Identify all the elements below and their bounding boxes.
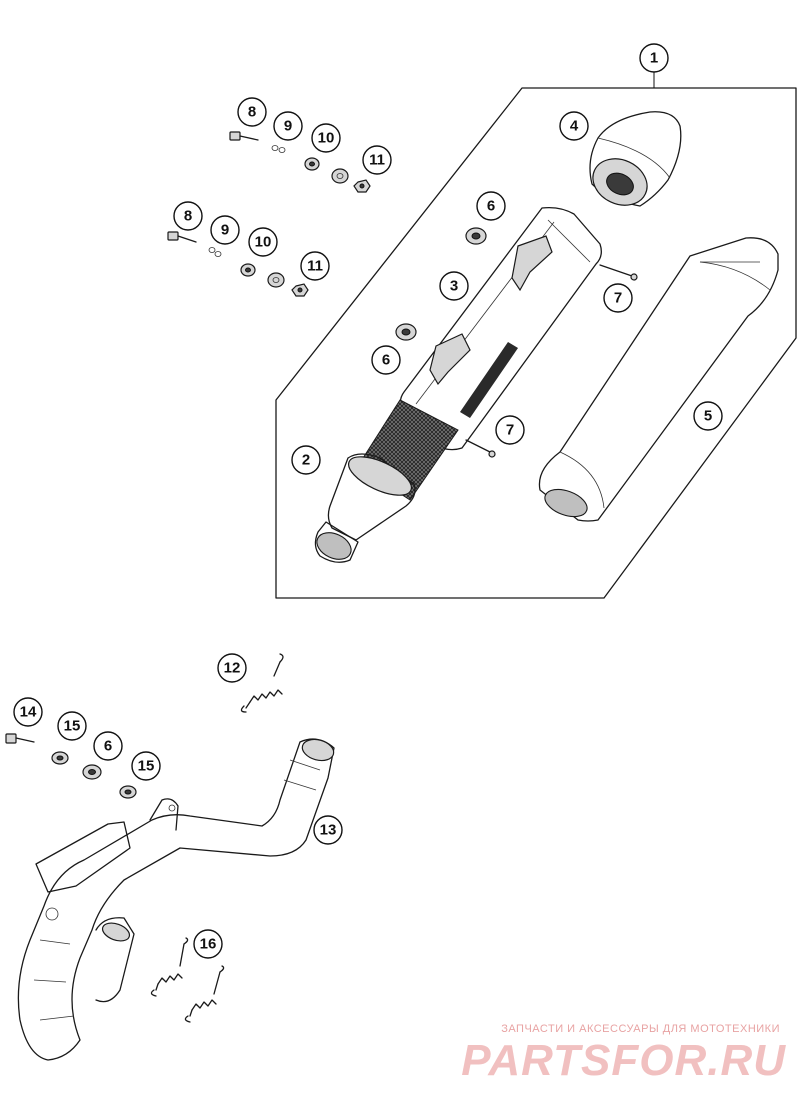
spring-16-lower[interactable]: [184, 965, 225, 1023]
callout-6-middle: 6: [371, 345, 401, 375]
screw-upper[interactable]: [599, 264, 638, 281]
svg-text:7: 7: [506, 422, 514, 439]
callout-2: 2: [291, 445, 321, 475]
header-pipe[interactable]: [17, 736, 336, 1061]
callout-13: 13: [313, 815, 343, 845]
callout-8-lower: 8: [173, 201, 203, 231]
callout-9-lower: 9: [210, 215, 240, 245]
hardware-set-upper: [229, 131, 371, 193]
svg-text:6: 6: [104, 738, 112, 755]
svg-text:1: 1: [650, 50, 658, 67]
svg-text:5: 5: [704, 408, 712, 425]
svg-text:11: 11: [307, 258, 323, 275]
callout-6-lower: 6: [93, 731, 123, 761]
callout-15-upper: 15: [57, 711, 87, 741]
callout-11-lower: 11: [300, 251, 330, 281]
grommet-middle[interactable]: [395, 323, 417, 341]
bolt-8-upper[interactable]: [229, 131, 259, 141]
svg-text:10: 10: [318, 130, 335, 147]
nut-11-upper[interactable]: [353, 179, 371, 193]
svg-text:9: 9: [284, 118, 292, 135]
svg-text:7: 7: [614, 290, 622, 307]
callout-3: 3: [439, 271, 469, 301]
washer-15-upper[interactable]: [51, 751, 69, 765]
washer-15-lower[interactable]: [119, 785, 137, 799]
bolt-8-lower[interactable]: [167, 231, 197, 243]
svg-text:2: 2: [302, 452, 310, 469]
svg-text:15: 15: [138, 758, 155, 775]
svg-text:9: 9: [221, 222, 229, 239]
washer-9-upper[interactable]: [271, 145, 286, 153]
svg-text:16: 16: [200, 936, 217, 953]
svg-text:6: 6: [487, 198, 495, 215]
watermark-tagline: ЗАПЧАСТИ И АКСЕССУАРЫ ДЛЯ МОТОТЕХНИКИ: [501, 1023, 780, 1035]
spring-12[interactable]: [240, 653, 284, 713]
svg-text:8: 8: [184, 208, 192, 225]
svg-text:4: 4: [570, 118, 579, 135]
svg-text:3: 3: [450, 278, 458, 295]
end-cap[interactable]: [585, 111, 682, 214]
svg-text:6: 6: [382, 352, 390, 369]
silencer-sleeve[interactable]: [538, 237, 779, 522]
svg-text:14: 14: [20, 704, 37, 721]
washer-9-lower[interactable]: [208, 247, 222, 257]
nut-11-lower[interactable]: [291, 283, 309, 297]
callout-9-upper: 9: [273, 111, 303, 141]
callout-8-upper: 8: [237, 97, 267, 127]
svg-text:15: 15: [64, 718, 81, 735]
svg-text:11: 11: [369, 152, 385, 169]
hardware-set-lower: [167, 231, 309, 297]
callout-6-upper: 6: [476, 191, 506, 221]
callout-7-upper: 7: [603, 283, 633, 313]
callout-12: 12: [217, 653, 247, 683]
svg-text:13: 13: [320, 822, 337, 839]
callout-11-upper: 11: [362, 145, 392, 175]
callout-16: 16: [193, 929, 223, 959]
svg-text:10: 10: [255, 234, 272, 251]
grommet-upper[interactable]: [465, 227, 487, 245]
silencer-assembly-frame: [275, 87, 797, 599]
grommet-6-lower[interactable]: [82, 764, 102, 780]
bolt-14[interactable]: [5, 733, 35, 744]
silencer-body[interactable]: [399, 206, 602, 451]
watermark-logo: PARTSFOR.RU: [461, 1036, 786, 1085]
spring-16-upper[interactable]: [150, 937, 189, 997]
callout-10-upper: 10: [311, 123, 341, 153]
callout-7-lower: 7: [495, 415, 525, 445]
inlet-cone-with-packing[interactable]: [313, 399, 459, 564]
callout-4: 4: [559, 111, 589, 141]
callout-14: 14: [13, 697, 43, 727]
callout-5: 5: [693, 401, 723, 431]
screw-lower[interactable]: [465, 439, 496, 458]
svg-text:8: 8: [248, 104, 256, 121]
callout-15-lower: 15: [131, 751, 161, 781]
sleeve-10-lower[interactable]: [240, 263, 285, 288]
callout-10-lower: 10: [248, 227, 278, 257]
callout-1: 1: [639, 43, 669, 73]
sleeve-10-upper[interactable]: [304, 157, 349, 184]
svg-text:12: 12: [224, 660, 241, 677]
